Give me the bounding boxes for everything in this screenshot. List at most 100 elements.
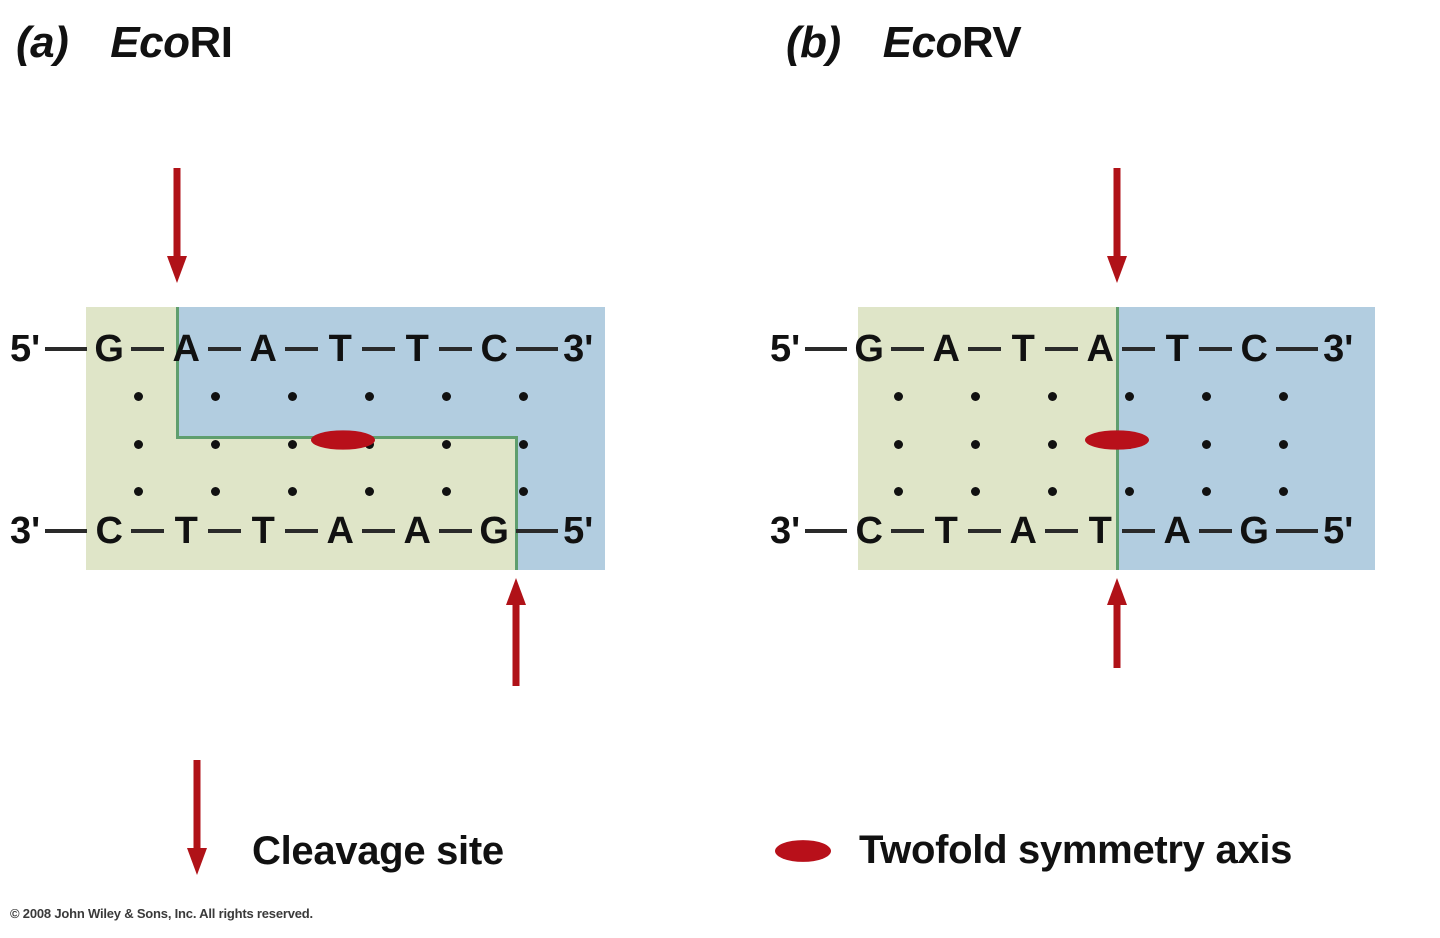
panel-b-top-base-5: T: [1165, 327, 1189, 370]
hbond-dot: [518, 439, 528, 449]
panel-b-bottom-three-prime: 3': [770, 509, 801, 552]
panel-a-hbond-col-1: [121, 392, 155, 496]
hbond-dot: [210, 439, 220, 449]
panel-a-top-base-3: A: [249, 327, 277, 370]
panel-a-top-base-2: A: [172, 327, 200, 370]
hbond-dot: [518, 392, 528, 401]
hbond-dot: [1278, 439, 1288, 449]
hbond-dot: [1201, 487, 1211, 496]
twofold-symmetry-axis-icon: [775, 839, 831, 862]
panel-a-cutline-right: [515, 436, 518, 570]
panel-b-enzyme-serial: RV: [961, 18, 1022, 67]
hbond-dot: [441, 439, 451, 449]
panel-a-top-five-prime: 5': [10, 327, 41, 370]
hbond-dot: [133, 487, 143, 496]
backbone-bond: [1122, 347, 1156, 351]
panel-a-top-base-5: T: [405, 327, 429, 370]
panel-a-half-site-blue-lower: [516, 437, 605, 570]
panel-b-bottom-five-prime: 5': [1323, 509, 1354, 552]
panel-b-letter: (b): [786, 18, 841, 67]
backbone-bond: [285, 529, 319, 533]
backbone-bond: [805, 529, 848, 533]
panel-a-enzyme-serial: RI: [189, 18, 233, 67]
panel-a-bottom-base-2: T: [174, 509, 198, 552]
hbond-dot: [893, 439, 903, 449]
panel-b-hbond-col-5: [1189, 392, 1223, 496]
panel-a-hbond-col-6: [506, 392, 540, 496]
panel-b-top-base-3: T: [1011, 327, 1035, 370]
backbone-bond: [968, 529, 1002, 533]
backbone-bond: [362, 529, 396, 533]
panel-b-cleavage-arrow-bottom: [1106, 578, 1128, 668]
hbond-dot: [210, 487, 220, 496]
panel-a-hbond-col-2: [198, 392, 232, 496]
backbone-bond: [45, 347, 88, 351]
backbone-bond: [208, 529, 242, 533]
hbond-dot: [364, 392, 374, 401]
backbone-bond: [208, 347, 242, 351]
hbond-dot: [1124, 487, 1134, 496]
backbone-bond: [1199, 347, 1233, 351]
panel-a-cleavage-arrow-top: [166, 168, 188, 283]
panel-b-top-three-prime: 3': [1323, 327, 1354, 370]
panel-b-top-base-2: A: [932, 327, 960, 370]
panel-b-half-site-blue: [1117, 307, 1375, 570]
panel-b-bottom-base-5: A: [1163, 509, 1191, 552]
hbond-dot: [970, 392, 980, 401]
hbond-dot: [1201, 392, 1211, 401]
backbone-bond: [131, 347, 165, 351]
backbone-bond: [1045, 347, 1079, 351]
backbone-bond: [439, 529, 473, 533]
cleavage-arrow-icon: [186, 760, 208, 880]
panel-b-hbond-col-3: [1035, 392, 1069, 496]
panel-a-top-base-4: T: [328, 327, 352, 370]
hbond-dot: [1047, 487, 1057, 496]
panel-b-bottom-base-6: G: [1239, 509, 1269, 552]
hbond-dot: [1047, 392, 1057, 401]
backbone-bond: [891, 529, 925, 533]
panel-a-bottom-base-6: G: [479, 509, 509, 552]
hbond-dot: [893, 392, 903, 401]
panel-b-bottom-base-1: C: [855, 509, 883, 552]
backbone-bond: [1276, 529, 1319, 533]
panel-b-title: (b)EcoRV: [786, 18, 1022, 68]
panel-b-top-strand: 5' G A T A T C 3': [770, 326, 1353, 372]
backbone-bond: [516, 529, 559, 533]
hbond-dot: [210, 392, 220, 401]
backbone-bond: [45, 529, 88, 533]
hbond-dot: [133, 392, 143, 401]
panel-b-hbond-col-6: [1266, 392, 1300, 496]
backbone-bond: [516, 347, 559, 351]
panel-b-top-base-1: G: [854, 327, 884, 370]
backbone-bond: [891, 347, 925, 351]
hbond-dot: [441, 392, 451, 401]
panel-a-title: (a) EcoRI: [16, 18, 233, 68]
panel-a-enzyme-genus: Eco: [110, 18, 190, 67]
backbone-bond: [1122, 529, 1156, 533]
hbond-dot: [133, 439, 143, 449]
panel-a-letter: (a): [16, 18, 69, 67]
backbone-bond: [439, 347, 473, 351]
backbone-bond: [362, 347, 396, 351]
panel-a-hbond-col-5: [429, 392, 463, 496]
panel-a-top-strand: 5' G A A T T C 3': [10, 326, 593, 372]
backbone-bond: [131, 529, 165, 533]
backbone-bond: [285, 347, 319, 351]
panel-a-cleavage-arrow-bottom: [505, 578, 527, 686]
panel-b-bottom-strand: 3' C T A T A G 5': [770, 508, 1353, 554]
panel-a-hbond-col-3: [275, 392, 309, 496]
panel-b-bottom-base-4: T: [1088, 509, 1112, 552]
panel-a-top-three-prime: 3': [563, 327, 594, 370]
legend-cleavage-site-label: Cleavage site: [252, 828, 504, 873]
hbond-dot: [364, 487, 374, 496]
panel-a-bottom-strand: 3' C T T A A G 5': [10, 508, 593, 554]
panel-b-top-five-prime: 5': [770, 327, 801, 370]
hbond-dot: [893, 487, 903, 496]
panel-b-hbond-col-2: [958, 392, 992, 496]
panel-b-cleavage-arrow-top: [1106, 168, 1128, 283]
hbond-dot: [287, 487, 297, 496]
panel-a-bottom-base-3: T: [251, 509, 275, 552]
backbone-bond: [1045, 529, 1079, 533]
legend-cleavage-site: Cleavage site: [186, 760, 504, 880]
